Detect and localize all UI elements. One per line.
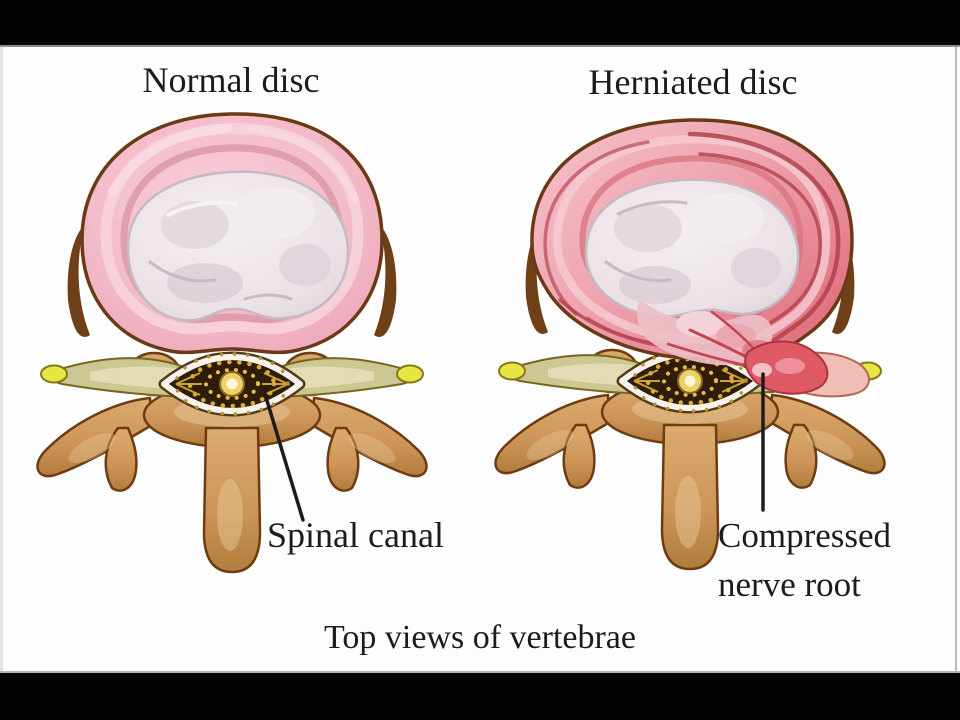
- figure-caption: Top views of vertebrae: [324, 619, 636, 656]
- nucleus-pulposus-herniated: [584, 178, 800, 318]
- herniated-disc: [530, 118, 854, 395]
- normal-vertebra-panel: [37, 112, 426, 572]
- herniation-bulge: [744, 340, 829, 395]
- leader-lines: [263, 372, 765, 522]
- normal-disc-title: Normal disc: [142, 60, 320, 100]
- compressed-label-line1: Compressed: [718, 516, 892, 555]
- letterbox-top: [0, 0, 960, 47]
- normal-disc: [80, 112, 384, 355]
- herniated-disc-title: Herniated disc: [588, 62, 798, 102]
- spinal-canal-label: Spinal canal: [267, 515, 444, 555]
- herniated-vertebra-panel: [495, 118, 884, 569]
- compressed-label-line2: nerve root: [718, 565, 861, 604]
- letterbox-bottom: [0, 671, 960, 720]
- right-edge-line: [955, 45, 957, 673]
- compressed-nerve-root-label: Compressed nerve root: [718, 511, 891, 609]
- nucleus-pulposus: [126, 170, 350, 322]
- left-edge-line: [0, 45, 3, 673]
